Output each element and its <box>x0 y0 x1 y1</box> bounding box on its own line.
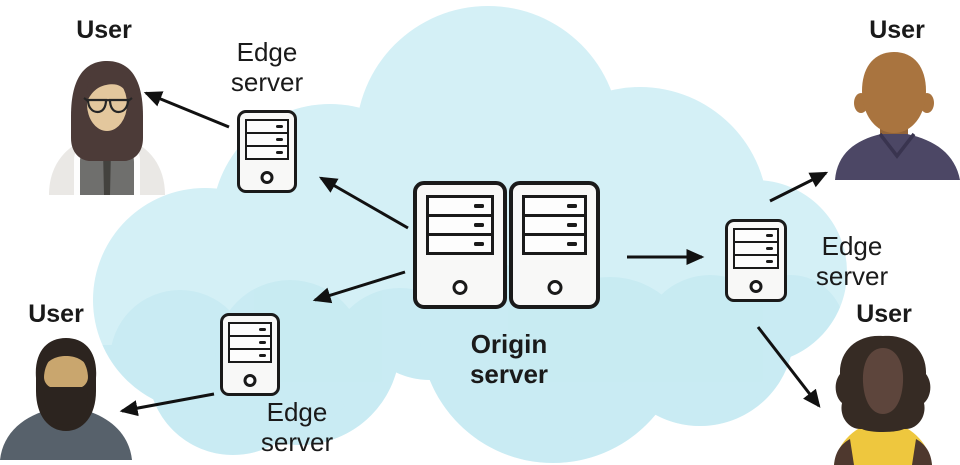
drive-bay <box>247 121 287 134</box>
drive-bay <box>735 243 777 256</box>
arm-right <box>912 439 932 465</box>
origin-server-icon-right-tower <box>509 181 600 309</box>
drive-bay <box>525 198 584 217</box>
bangs <box>86 66 128 104</box>
edge-server-label-line1: Edge <box>821 231 883 261</box>
drive-bay <box>429 236 491 252</box>
power-button-icon <box>243 374 257 387</box>
head <box>862 52 926 133</box>
drive-bays <box>245 119 289 160</box>
drive-bay <box>247 134 287 147</box>
shirt <box>0 409 132 460</box>
drive-bay <box>429 198 491 217</box>
drive-bay <box>735 256 777 267</box>
drive-bay <box>735 230 777 243</box>
arrow-edge-right-to-user-top <box>769 171 829 203</box>
drive-bays <box>522 195 587 255</box>
face <box>862 348 904 414</box>
drive-bay <box>525 217 584 236</box>
edge-server-label-line1: Edge <box>236 37 298 67</box>
edge-server-label-line2: server <box>815 261 889 291</box>
arrow-edge-top-left-to-user <box>143 91 230 129</box>
drive-bays <box>733 228 779 269</box>
edge-server-label-line2: server <box>230 67 304 97</box>
edge-server-label-right: Edge server <box>816 231 888 291</box>
origin-server-label-line2: server <box>469 359 549 389</box>
drive-bay <box>230 350 270 361</box>
edge-server-label-top-left: Edge server <box>231 37 303 97</box>
user-label-bottom-right: User <box>856 300 912 328</box>
avatar-bald-man-icon <box>835 52 960 180</box>
power-button-icon <box>260 171 274 184</box>
user-label-top-left: User <box>76 16 132 44</box>
glasses-icon <box>83 97 133 114</box>
edge-server-label-line1: Edge <box>266 397 328 427</box>
edge-server-icon-right <box>725 219 787 302</box>
arrow-edge-right-to-user-bottom <box>756 326 821 408</box>
drive-bays <box>228 322 272 363</box>
power-button-icon <box>749 280 763 293</box>
drive-bay <box>230 337 270 350</box>
arrow-origin-to-edge-bottom-left <box>312 270 406 304</box>
collar <box>878 132 916 159</box>
avatar-curly-hair-woman-icon <box>834 335 932 465</box>
drive-bay <box>429 217 491 236</box>
power-button-icon <box>452 280 468 295</box>
drive-bay <box>230 324 270 337</box>
arm-left <box>834 439 854 465</box>
arrow-origin-to-edge-top-left <box>318 176 409 230</box>
avatar-woman-glasses-icon <box>49 61 165 195</box>
beard <box>42 377 90 425</box>
edge-server-label-bottom-left: Edge server <box>261 397 333 457</box>
drive-bay <box>525 236 584 252</box>
user-label-top-right: User <box>869 16 925 44</box>
origin-server-label-line1: Origin <box>470 329 548 359</box>
power-button-icon <box>547 280 562 295</box>
origin-server-label: Origin server <box>470 329 548 389</box>
face <box>87 77 127 131</box>
edge-server-icon-bottom-left <box>220 313 280 396</box>
arrow-edge-bottom-left-to-user <box>119 392 215 417</box>
edge-server-label-line2: server <box>260 427 334 457</box>
avatar-bearded-man-icon <box>0 338 132 460</box>
origin-server-icon-left-tower <box>413 181 507 309</box>
shirt <box>834 421 932 465</box>
user-label-bottom-left: User <box>28 300 84 328</box>
drive-bays <box>426 195 494 255</box>
edge-server-icon-top-left <box>237 110 297 193</box>
drive-bay <box>247 147 287 158</box>
hair-cap <box>42 342 90 369</box>
